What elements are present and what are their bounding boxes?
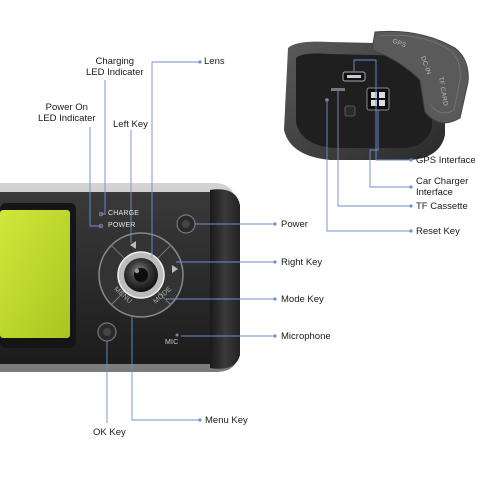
port-cover[interactable] [371,30,469,124]
dashcam-side [284,30,469,160]
label-ok-key: OK Key [93,427,126,438]
car-charger-port [366,87,390,111]
label-tf-cassette: TF Cassette [416,201,468,212]
label-mode-key: Mode Key [281,294,324,305]
device-power-text: POWER [108,222,136,229]
label-charging-led: Charging LED Indicater [86,56,144,78]
label-reset-key: Reset Key [416,226,460,237]
label-gps-interface: GPS Interface [416,155,476,166]
leader-lines [89,59,411,423]
label-menu-key: Menu Key [205,415,248,426]
device-mic-text: MIC [165,339,179,346]
label-left-key: Left Key [113,119,148,130]
screen [0,210,70,338]
label-right-key: Right Key [281,257,323,268]
tf-slot [331,88,345,91]
microphone-hole [175,333,179,337]
left-arrow-icon[interactable] [130,241,136,249]
label-microphone: Microphone [281,331,331,342]
device-charge-text: CHARGE [108,210,140,217]
label-lens: Lens [204,56,225,67]
label-power-on-led: Power On LED Indicater [38,102,96,124]
right-arrow-icon[interactable] [172,265,178,273]
reset-hole [325,98,329,102]
dashcam-front [0,183,240,372]
label-power: Power [281,219,308,230]
leader-dots [198,60,413,422]
label-car-charger-interface: Car Charger Interface [416,176,469,198]
